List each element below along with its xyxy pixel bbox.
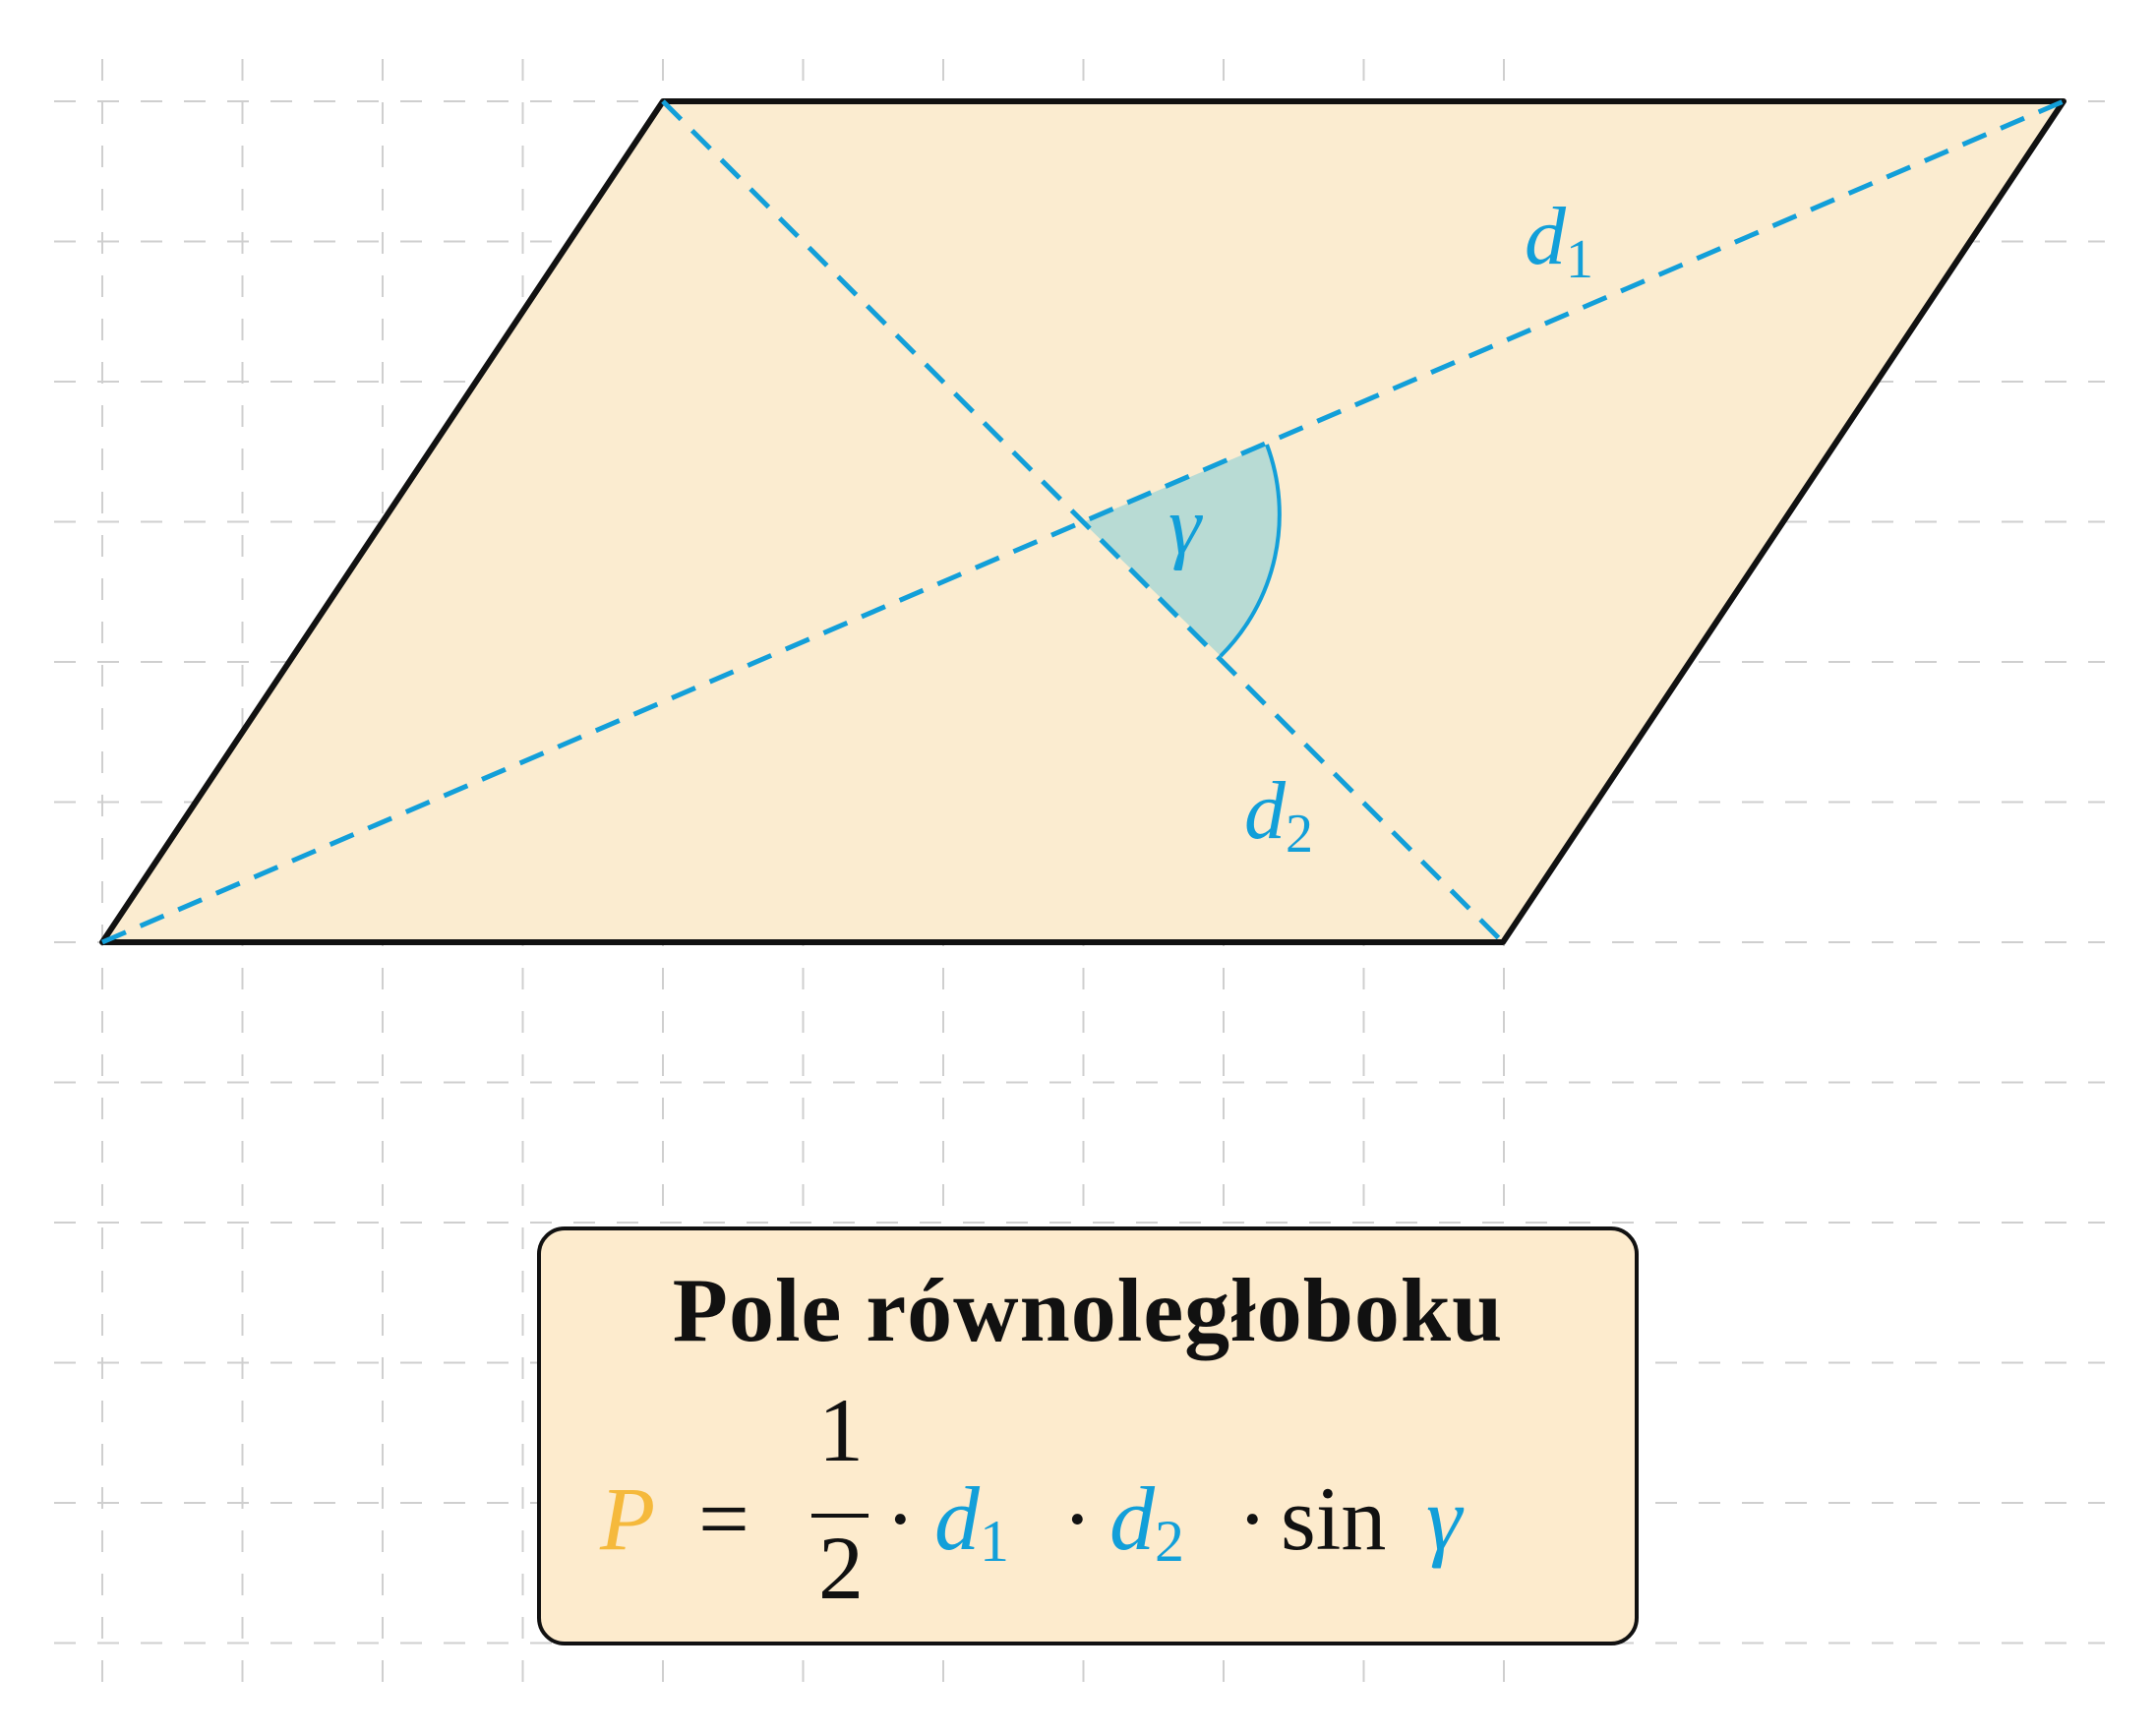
formula-equals: = xyxy=(698,1468,749,1569)
formula-numerator: 1 xyxy=(818,1380,864,1480)
formula-gamma: γ xyxy=(1426,1468,1463,1569)
diagonal-d2 xyxy=(661,99,1505,944)
formula-dot-3: · xyxy=(1237,1468,1268,1569)
formula-d1: d1 xyxy=(934,1468,1009,1574)
formula-dot-2: · xyxy=(1062,1468,1093,1569)
formula-box: Pole równoległoboku P = 1 2 · d1 · d2 · … xyxy=(537,1226,1639,1645)
formula-denominator: 2 xyxy=(818,1518,864,1618)
formula-d2: d2 xyxy=(1109,1468,1184,1574)
formula-dot-1: · xyxy=(885,1468,916,1569)
label-d2: d2 xyxy=(1244,765,1313,865)
formula-lhs: P xyxy=(600,1468,656,1569)
area-formula: P = 1 2 · d1 · d2 · sin γ xyxy=(600,1380,1584,1618)
label-gamma: γ xyxy=(1168,480,1203,571)
diagonal-d1 xyxy=(101,98,2065,945)
angle-sector xyxy=(1083,445,1280,656)
box-title: Pole równoległoboku xyxy=(672,1260,1504,1360)
formula-fraction-bar xyxy=(811,1514,868,1518)
formula-sin: sin xyxy=(1281,1468,1387,1569)
angle-arc xyxy=(1219,444,1282,658)
label-d1: d1 xyxy=(1525,191,1593,290)
